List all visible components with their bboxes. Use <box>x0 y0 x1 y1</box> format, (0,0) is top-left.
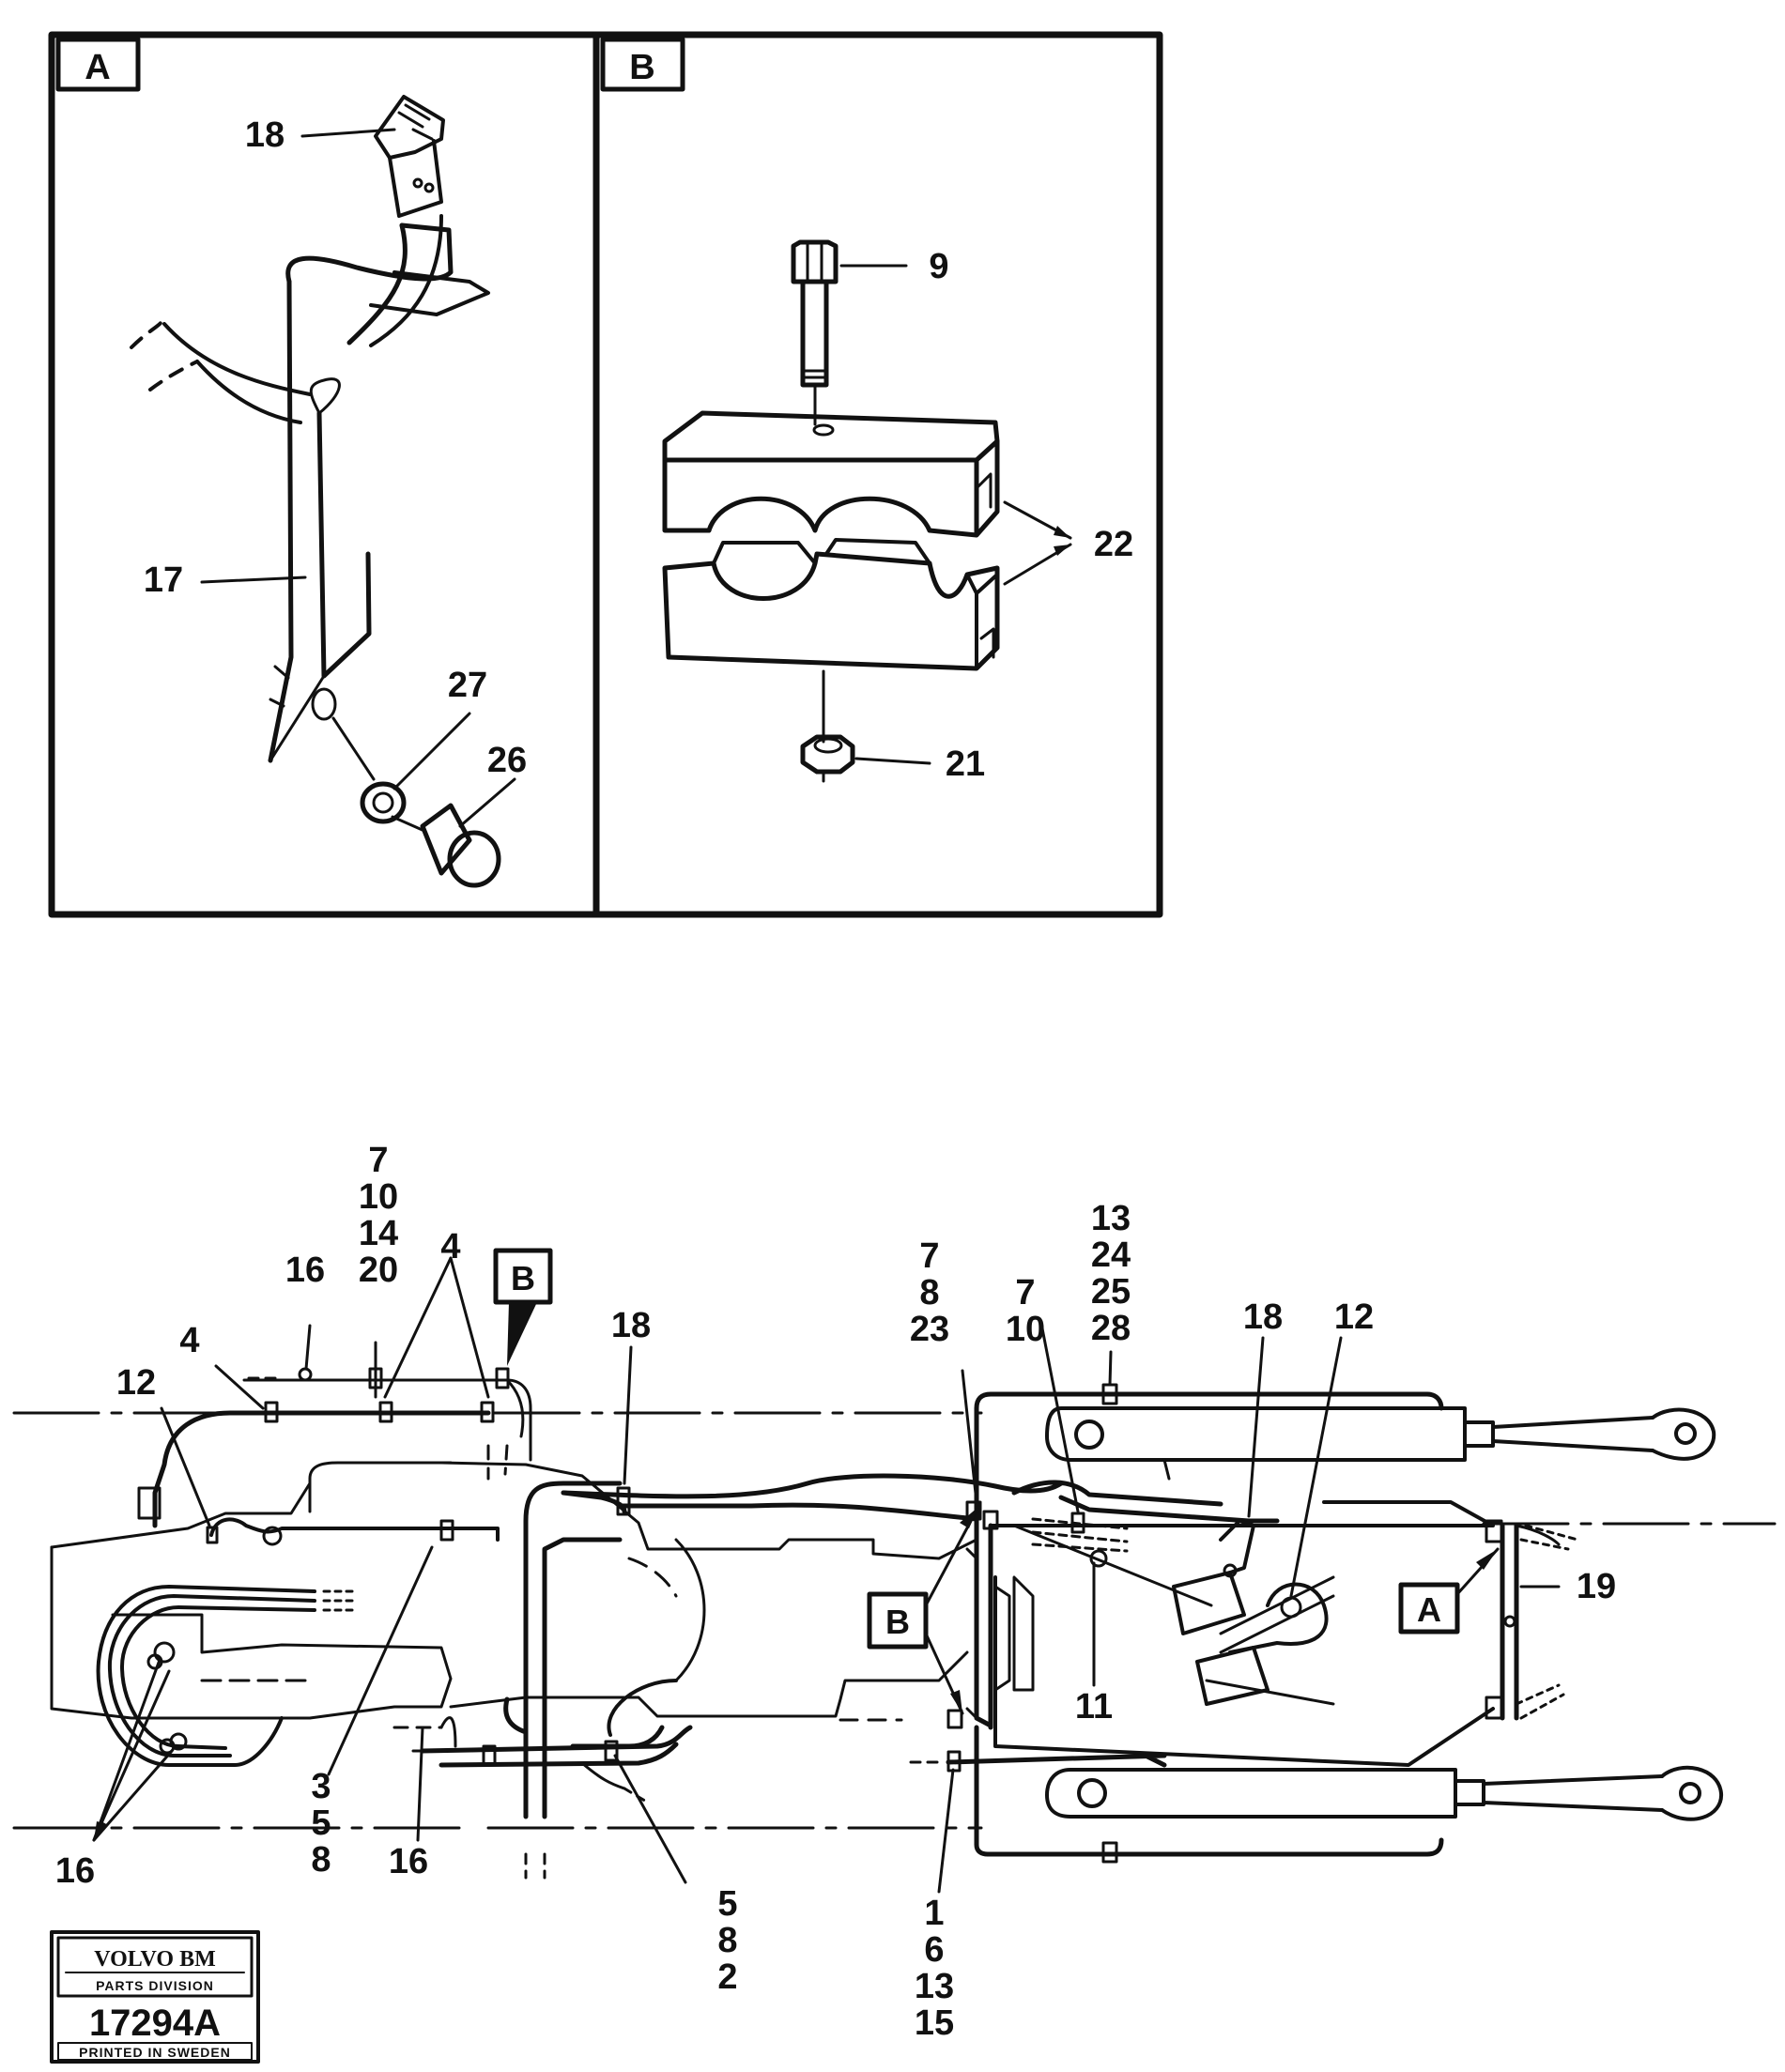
pipe-clamp-drawing <box>662 239 1000 783</box>
panel-a-tag: A <box>85 48 110 87</box>
callout-5: 5 <box>717 1884 737 1924</box>
panel-b-callout: 22 <box>1094 525 1133 564</box>
callout-16: 16 <box>285 1251 325 1290</box>
boom-assembly: B B A <box>12 1141 1777 2043</box>
callout-20: 20 <box>359 1251 398 1290</box>
callout-28: 28 <box>1091 1309 1131 1348</box>
clamp-strap-drawing <box>130 95 501 888</box>
callout-16: 16 <box>389 1842 428 1881</box>
callout-7: 7 <box>1015 1273 1035 1312</box>
tag-b-mid: B <box>885 1603 910 1641</box>
assembly-callouts: 7 10 14 20 16 4 4 12 18 7 8 23 7 10 13 2… <box>55 1141 1616 2043</box>
volvo-bm-stamp: VOLVO BM PARTS DIVISION 17294A PRINTED I… <box>50 1930 260 2064</box>
lower-cylinder <box>909 1725 1724 1857</box>
tag-a-box <box>1398 1582 1460 1635</box>
tag-a: A <box>1417 1590 1441 1629</box>
callout-6: 6 <box>924 1930 944 1970</box>
tag-b-top: B <box>511 1259 535 1297</box>
stamp-division: PARTS DIVISION <box>96 1978 214 1993</box>
callout-8: 8 <box>919 1273 939 1312</box>
callout-18: 18 <box>1243 1297 1283 1337</box>
callout-7: 7 <box>368 1141 388 1180</box>
panel-b-tag: B <box>629 48 654 87</box>
callout-11: 11 <box>1075 1687 1113 1727</box>
leader-lines <box>92 1256 1561 1894</box>
stamp-brand: VOLVO BM <box>94 1947 216 1972</box>
callout-4: 4 <box>440 1227 460 1266</box>
callout-13: 13 <box>915 1967 954 2006</box>
callout-23: 23 <box>910 1310 949 1349</box>
callout-4: 4 <box>179 1321 199 1360</box>
stamp-number: 17294A <box>89 2003 221 2044</box>
callout-1: 1 <box>924 1894 944 1933</box>
callout-24: 24 <box>1091 1236 1131 1275</box>
callout-16: 16 <box>55 1851 95 1891</box>
panel-a-callout: 26 <box>487 741 527 780</box>
callout-8: 8 <box>311 1840 331 1880</box>
callout-2: 2 <box>717 1957 737 1997</box>
callout-18: 18 <box>611 1306 651 1345</box>
panel-b-callout: 21 <box>946 744 985 784</box>
callout-12: 12 <box>1334 1297 1374 1337</box>
panel-a-callout: 27 <box>448 666 487 705</box>
tag-b-box-mid <box>867 1591 929 1650</box>
upper-cylinder <box>974 1391 1716 1514</box>
panel-b-tag-box <box>600 37 685 92</box>
panel-a-callout: 17 <box>144 560 183 600</box>
callout-10: 10 <box>1006 1310 1045 1349</box>
panel-a-tag-box <box>55 37 141 92</box>
detail-panel-a: A <box>48 31 600 918</box>
callout-25: 25 <box>1091 1272 1131 1312</box>
callout-3: 3 <box>311 1767 331 1806</box>
callout-5: 5 <box>311 1803 331 1843</box>
panel-a-callout: 18 <box>245 115 285 155</box>
callout-10: 10 <box>359 1177 398 1217</box>
detail-panel-b: B <box>592 31 1163 918</box>
callout-14: 14 <box>359 1214 398 1253</box>
callout-7: 7 <box>919 1236 939 1276</box>
callout-19: 19 <box>1577 1567 1616 1606</box>
stamp-printed: PRINTED IN SWEDEN <box>79 2045 231 2060</box>
callout-8: 8 <box>717 1921 737 1960</box>
callout-12: 12 <box>116 1363 156 1403</box>
callout-13: 13 <box>1091 1199 1131 1238</box>
panel-b-callout: 9 <box>929 247 948 286</box>
callout-15: 15 <box>915 2003 954 2043</box>
